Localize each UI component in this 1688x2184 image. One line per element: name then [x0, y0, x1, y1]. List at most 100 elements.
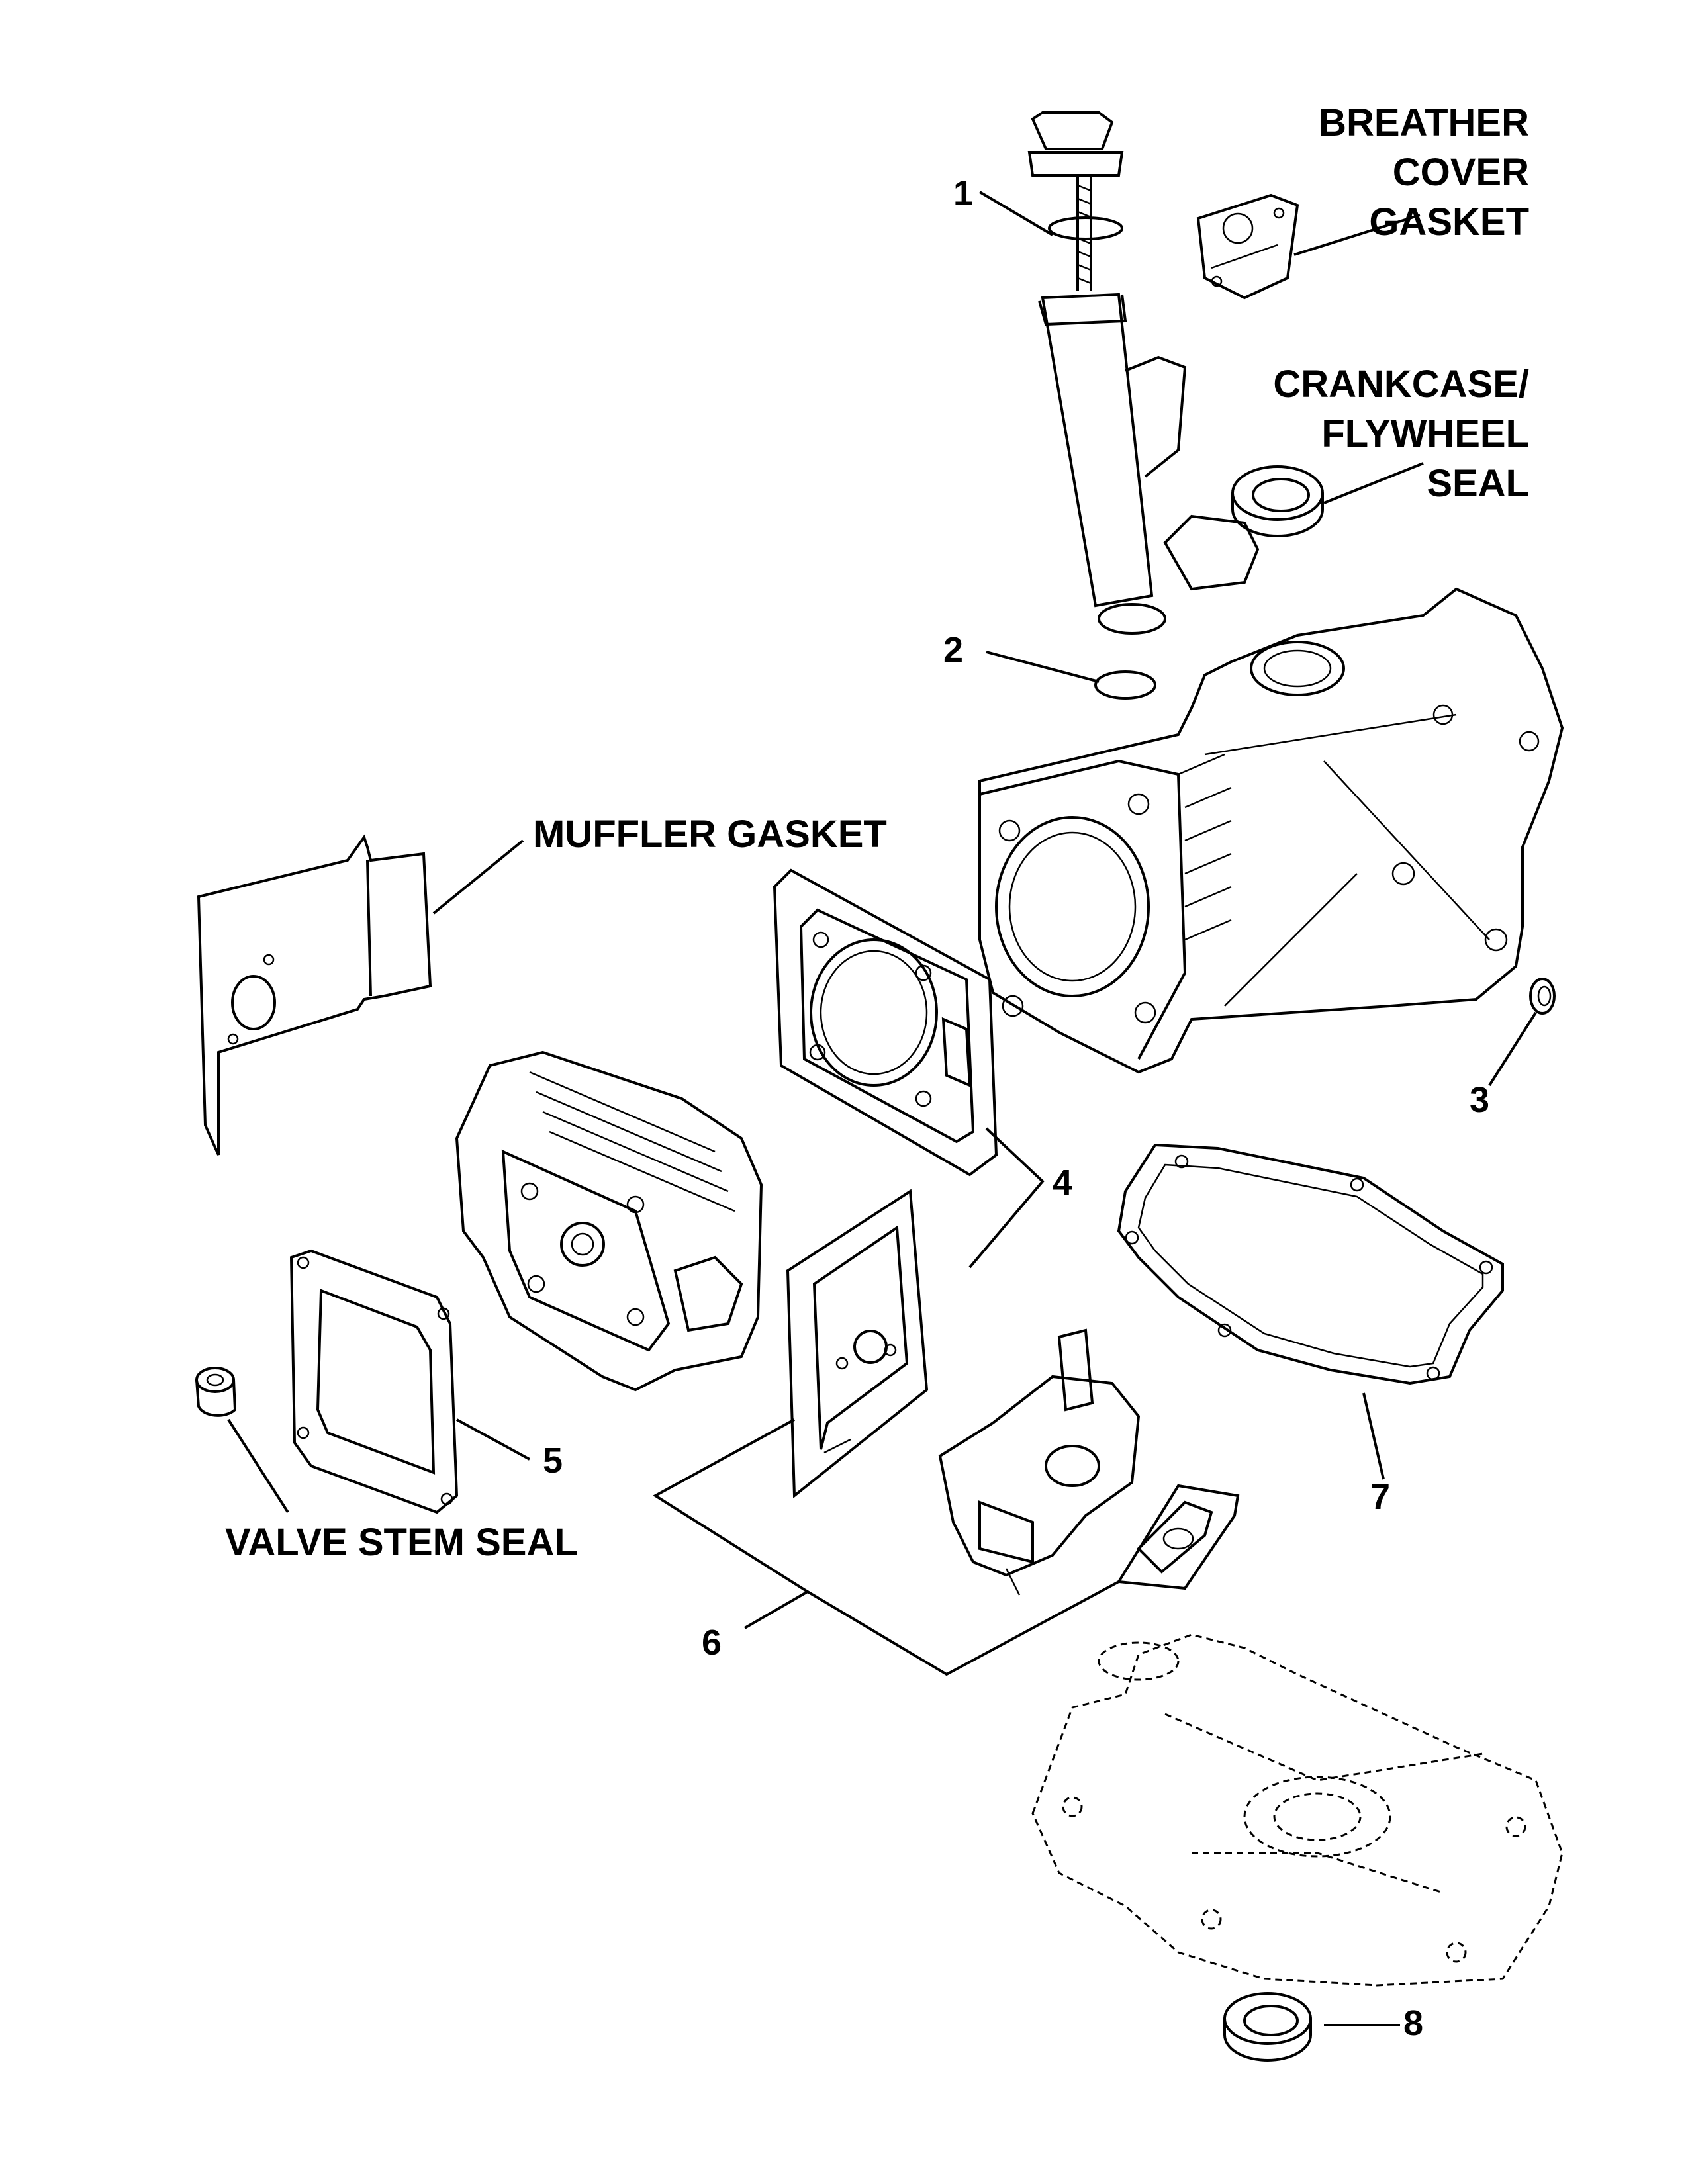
cover-bolt-boss	[1062, 1796, 1083, 1817]
callout-6: 6	[702, 1623, 722, 1662]
callout-8: 8	[1403, 2003, 1423, 2043]
valve-seal-top	[195, 1367, 235, 1393]
leader-valve-stem	[227, 1418, 289, 1514]
head-gasket-bolt-hole	[809, 1044, 826, 1061]
crankcase-gasket-bolt-hole	[1174, 1154, 1189, 1169]
breather-label-line2: COVER	[1393, 151, 1529, 194]
crankcase-cover-outline	[1031, 1633, 1564, 1987]
intake-gasket-tab	[823, 1438, 851, 1454]
carburetor	[938, 1328, 1141, 1596]
crankcase-gasket	[1117, 1143, 1504, 1385]
breather-gasket-outline	[1196, 193, 1299, 300]
head-bolt-boss	[626, 1195, 645, 1214]
crankcase-label-line1: CRANKCASE/	[1273, 363, 1529, 406]
callout-7: 7	[1370, 1477, 1390, 1517]
carb-gasket-panel	[1116, 1484, 1240, 1590]
intake-gasket-port	[853, 1330, 888, 1364]
crankcase-gasket-bolt-hole	[1125, 1230, 1139, 1245]
leader-7	[1362, 1392, 1385, 1480]
pto-seal-inner	[1243, 2005, 1299, 2036]
block-boss	[1484, 928, 1508, 952]
dipstick-thread	[1077, 184, 1092, 285]
seal-inner	[1252, 478, 1310, 512]
leader-1	[978, 191, 1054, 236]
small-seal-inner	[1537, 985, 1552, 1007]
crankcase-cover	[1031, 1633, 1564, 1987]
block-breather-mount	[1163, 514, 1260, 591]
cover-bolt-boss	[1446, 1942, 1467, 1963]
block-boss	[1519, 731, 1540, 752]
head-gasket	[773, 868, 998, 1177]
leader-lines	[227, 191, 1537, 2026]
callout-4: 4	[1053, 1163, 1072, 1203]
crankcase-gasket-bolt-hole	[1350, 1177, 1364, 1192]
seal-side	[1231, 493, 1324, 537]
rocker-gasket-inner	[316, 1289, 436, 1475]
rocker-gasket-outer	[289, 1249, 459, 1514]
carburetor-throat	[1045, 1445, 1100, 1487]
block-ribs	[1204, 713, 1490, 1007]
head-gasket-outline	[799, 908, 975, 1144]
breather-cover-gasket	[1196, 193, 1299, 300]
intake-gasket	[786, 1189, 929, 1499]
cover-center-boss	[1243, 1776, 1391, 1858]
block-boss	[1432, 704, 1454, 725]
head-bolt-hole	[998, 819, 1021, 842]
cylinder-block-outline	[978, 587, 1564, 1074]
head-bolt-hole	[1127, 793, 1150, 815]
muffler-gasket-port	[231, 975, 276, 1030]
muffler-gasket	[197, 834, 432, 1156]
dipstick-cap	[1031, 111, 1114, 150]
breather-gasket-slot	[1211, 244, 1278, 269]
cylinder-head-face	[501, 1149, 671, 1352]
spark-plug-hole	[571, 1232, 594, 1256]
head-bolt-boss	[626, 1308, 645, 1326]
small-seal-outer	[1529, 978, 1556, 1015]
head-bolt-boss	[527, 1275, 545, 1293]
cylinder-bore	[995, 816, 1150, 997]
crankcase-gasket-bolt-hole	[1426, 1366, 1440, 1381]
head-gasket-bore-inner	[820, 950, 928, 1075]
intake-gasket-bolt-hole	[884, 1343, 897, 1357]
crank-bore-top	[1250, 641, 1345, 696]
cylinder-bore-inner	[1008, 831, 1137, 982]
callout-2: 2	[943, 630, 963, 670]
muffler-gasket-bolt-hole	[263, 954, 275, 966]
fill-tube-o-ring	[1094, 670, 1156, 700]
leader-6-left	[653, 1418, 810, 1629]
head-gasket-panel	[773, 868, 998, 1177]
crankcase-gasket-bolt-hole	[1217, 1323, 1232, 1338]
cover-ribs	[1164, 1713, 1483, 1894]
leader-4-bracket	[968, 1127, 1045, 1269]
head-bolt-hole	[1002, 995, 1024, 1017]
crankcase-gasket-outer	[1117, 1143, 1504, 1385]
crankcase-flywheel-seal-label: CRANKCASE/ FLYWHEEL SEAL	[1273, 363, 1529, 505]
crankcase-gasket-inner	[1137, 1163, 1484, 1368]
cover-boss-top	[1098, 1641, 1180, 1681]
valve-seal-hole	[206, 1373, 224, 1387]
carburetor-bowl	[978, 1500, 1034, 1564]
head-gasket-bolt-hole	[915, 964, 932, 981]
head-gasket-bore	[810, 938, 938, 1087]
breather-label-line3: GASKET	[1369, 201, 1529, 244]
head-cooling-fins	[529, 1071, 735, 1212]
cylinder-head-outline	[455, 1050, 763, 1392]
carburetor-drain	[1005, 1568, 1021, 1596]
valve-seal-body	[195, 1379, 237, 1417]
cylinder-head	[455, 1050, 763, 1392]
intake-port-flange	[673, 1255, 743, 1332]
intake-gasket-panel	[786, 1189, 929, 1499]
crankcase-label-line3: SEAL	[1427, 462, 1529, 505]
cover-bolt-boss	[1201, 1909, 1222, 1930]
dipstick-assembly	[1027, 111, 1187, 700]
carburetor-gasket	[1116, 1484, 1240, 1590]
leader-6-right	[806, 1580, 1119, 1676]
valve-stem-seal-label: VALVE STEM SEAL	[225, 1521, 578, 1564]
breather-gasket-hole	[1222, 212, 1254, 244]
muffler-gasket-outline	[197, 834, 432, 1156]
oil-fill-tube-bracket	[1125, 355, 1187, 478]
oil-fill-tube-base	[1098, 603, 1166, 635]
head-gasket-pushrod-slot	[941, 1017, 972, 1088]
rocker-cover-gasket	[289, 1249, 459, 1514]
valve-stem-seal	[195, 1367, 237, 1417]
